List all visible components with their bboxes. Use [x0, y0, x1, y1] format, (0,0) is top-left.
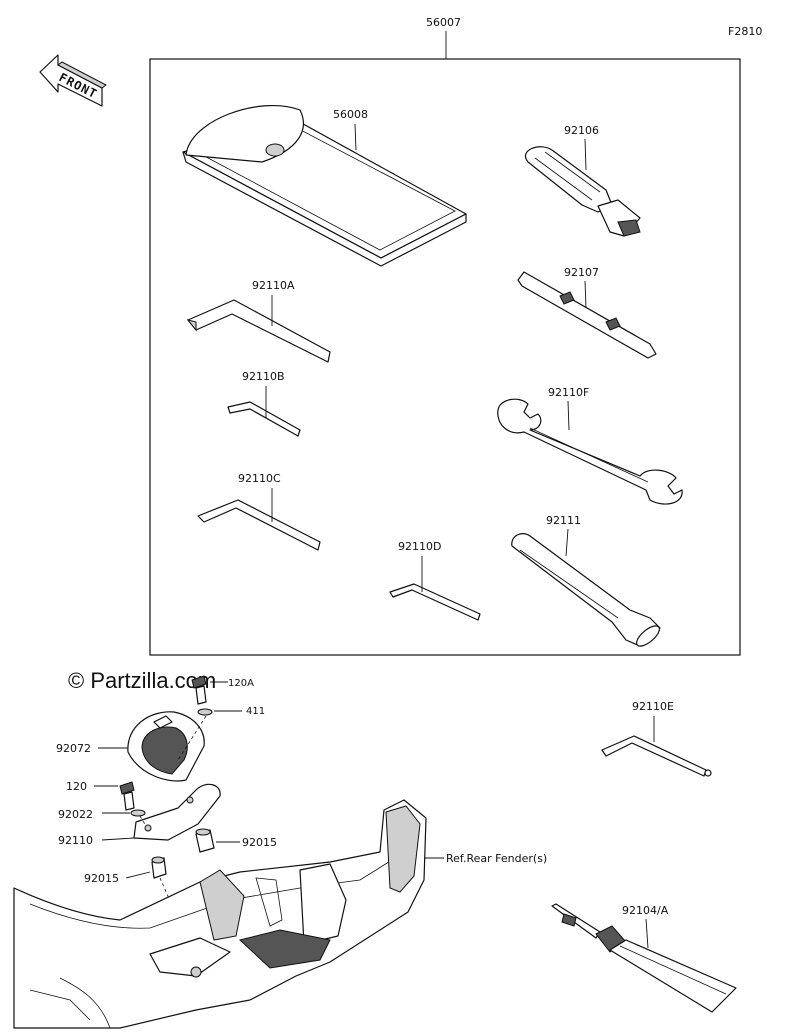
callout-washer-top-label: 411	[246, 706, 265, 717]
callout-grease-label: 92104/A	[622, 904, 669, 917]
hex-wrench-b: 92110B	[227, 370, 301, 437]
screwdriver-handle: 92106	[525, 124, 641, 237]
rear-fender-reference: Ref.Rear Fender(s)	[13, 799, 547, 1029]
hex-wrench-e: 92110E	[601, 700, 712, 777]
callout-cover-label: 92072	[56, 742, 91, 755]
callout-screwdriver-bit-label: 92107	[564, 266, 599, 279]
callout-kit: 56007	[426, 16, 461, 59]
callout-hex-b-label: 92110B	[242, 370, 285, 383]
callout-collar-left-label: 92015	[84, 872, 119, 885]
callout-washer-92022-label: 92022	[58, 808, 93, 821]
spanner: 92110F	[497, 386, 683, 505]
figure-code: F2810	[728, 25, 762, 38]
hex-wrench-c: 92110C	[197, 472, 321, 551]
screwdriver-bit: 92107	[517, 266, 657, 359]
watermark: © Partzilla.com	[68, 668, 216, 693]
callout-bolt-top-label: 120A	[228, 678, 254, 689]
mount-hardware: 120A 411 92072 120 92022 92110 92015	[56, 675, 277, 961]
callout-hex-a-label: 92110A	[252, 279, 295, 292]
hex-wrench-a: 92110A	[186, 279, 331, 363]
grease-tube: 92104/A	[551, 903, 737, 1013]
callout-kit-label: 56007	[426, 16, 461, 29]
callout-hex-d-label: 92110D	[398, 540, 441, 553]
callout-spark-tool-label: 92111	[546, 514, 581, 527]
callout-hex-e-label: 92110E	[632, 700, 674, 713]
callout-fender-label: Ref.Rear Fender(s)	[446, 852, 547, 865]
callout-bolt-120-label: 120	[66, 780, 87, 793]
hex-wrench-d: 92110D	[389, 540, 481, 621]
callout-hex-c-label: 92110C	[238, 472, 281, 485]
tool-kit-frame	[149, 58, 741, 656]
callout-spanner-label: 92110F	[548, 386, 589, 399]
callout-bracket-label: 92110	[58, 834, 93, 847]
tool-pouch: 56008	[182, 105, 467, 267]
front-arrow-icon: FRONT	[39, 54, 107, 107]
callout-screwdriver-handle-label: 92106	[564, 124, 599, 137]
spark-plug-tool: 92111	[511, 514, 661, 647]
callout-collar-right-label: 92015	[242, 836, 277, 849]
callout-pouch-label: 56008	[333, 108, 368, 121]
